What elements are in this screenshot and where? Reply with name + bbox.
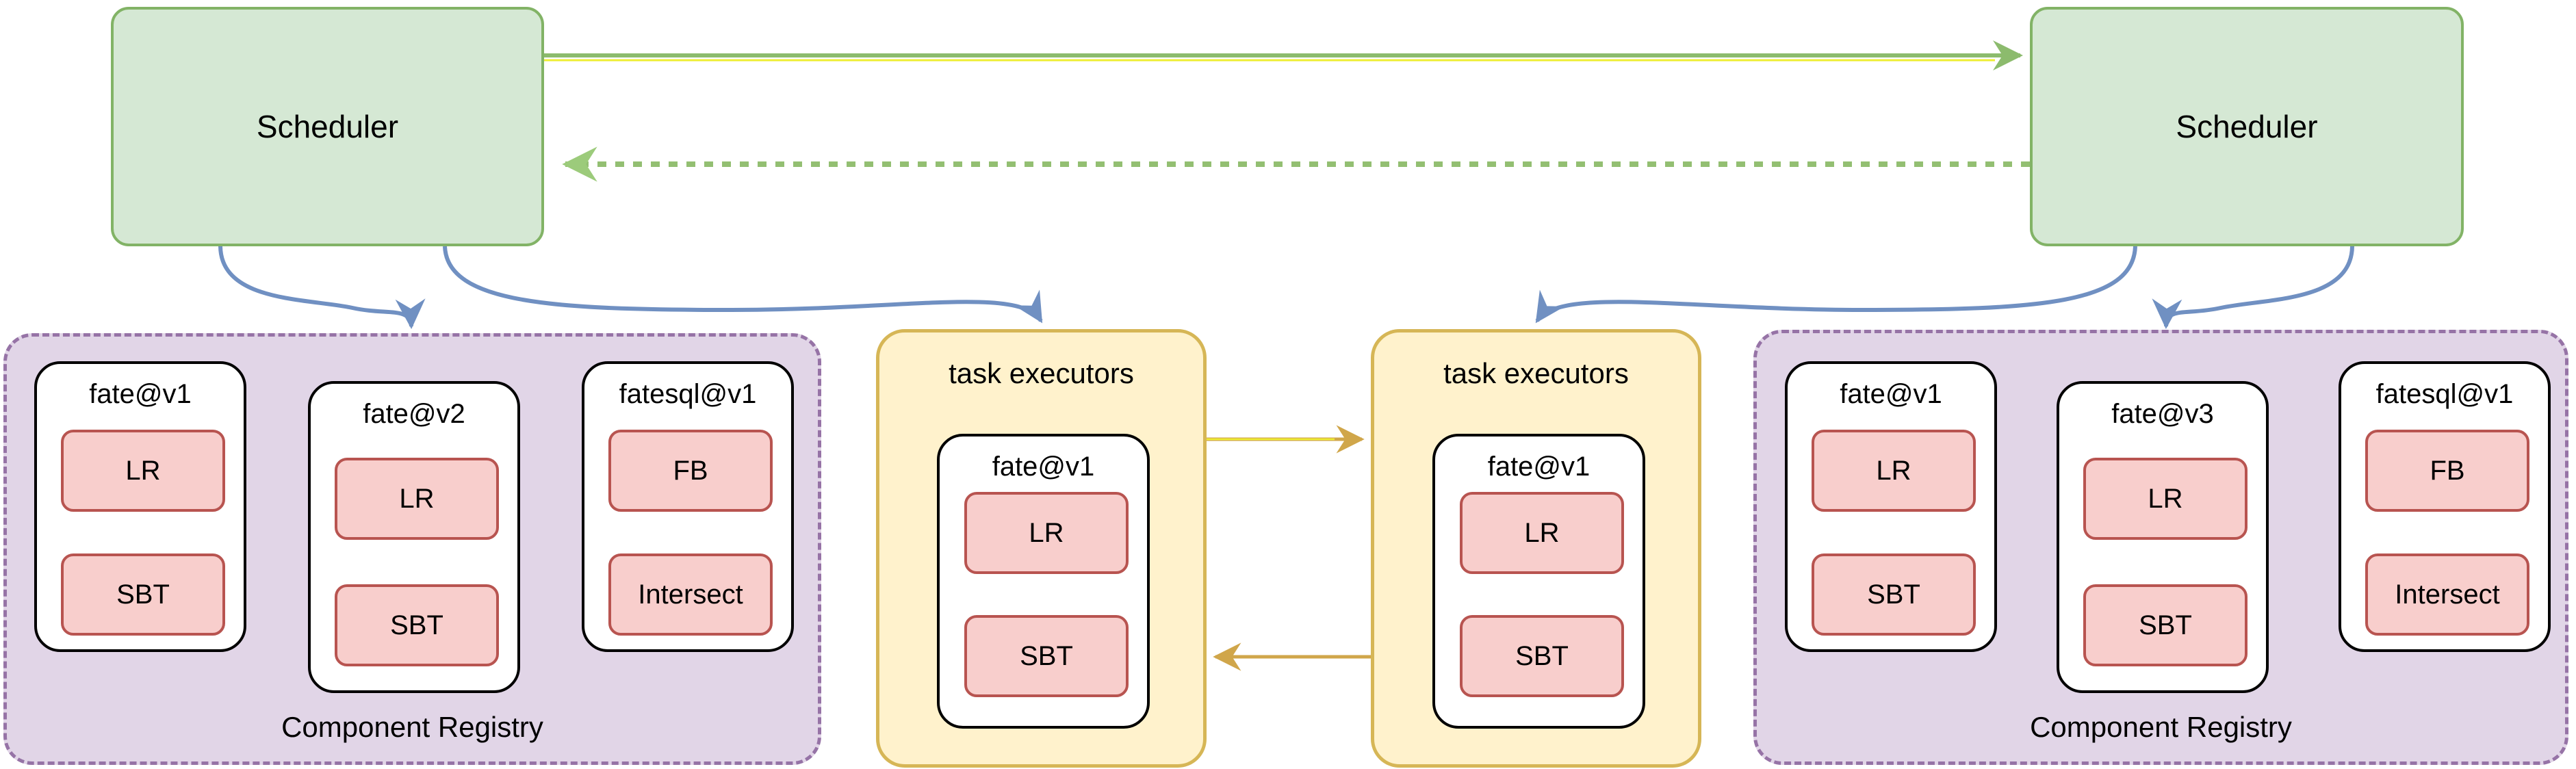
component-label: Intersect [2395, 579, 2500, 610]
arrow-right-scheduler-to-right-executor [1535, 246, 2137, 324]
package-box: fatesql@v1 FB Intersect [2339, 361, 2551, 652]
component-box: LR [61, 430, 225, 512]
package-title: fate@v1 [992, 452, 1095, 482]
executor-right-label: task executors [1443, 357, 1629, 389]
component-box: LR [1460, 492, 1624, 574]
package-title: fatesql@v1 [619, 379, 757, 409]
registry-left-node: Component Registry fate@v1 LR SBT fate@v… [3, 333, 821, 765]
component-box: SBT [2083, 584, 2247, 666]
component-box: SBT [1460, 615, 1624, 697]
component-box: SBT [61, 553, 225, 636]
component-label: LR [125, 455, 161, 486]
component-box: LR [2083, 458, 2247, 540]
package-box: fate@v3 LR SBT [2057, 381, 2269, 693]
component-box: SBT [1812, 553, 1976, 636]
scheduler-left-node: Scheduler [111, 7, 544, 246]
arrow-left-scheduler-to-left-executor [443, 246, 1043, 324]
component-box: Intersect [608, 553, 773, 636]
component-label: SBT [116, 579, 170, 610]
component-box: LR [964, 492, 1129, 574]
registry-right-label: Component Registry [2030, 711, 2292, 743]
component-box: LR [1812, 430, 1976, 512]
package-box: fate@v2 LR SBT [308, 381, 520, 693]
executor-left-label: task executors [949, 357, 1134, 389]
component-label: SBT [390, 610, 443, 640]
package-box: fate@v1 LR SBT [34, 361, 246, 652]
package-box: fate@v1 LR SBT [1785, 361, 1997, 652]
component-box: LR [335, 458, 499, 540]
component-label: FB [673, 455, 708, 486]
package-box: fatesql@v1 FB Intersect [582, 361, 794, 652]
arrow-left-scheduler-to-left-registry [218, 246, 426, 329]
component-box: SBT [964, 615, 1129, 697]
component-label: SBT [1515, 640, 1569, 671]
component-box: FB [608, 430, 773, 512]
arrow-right-scheduler-to-right-registry [2152, 246, 2354, 329]
package-title: fatesql@v1 [2375, 379, 2514, 409]
scheduler-left-label: Scheduler [256, 109, 399, 144]
component-box: SBT [335, 584, 499, 666]
executor-left-node: task executors fate@v1 LR SBT [876, 329, 1207, 768]
component-label: Intersect [638, 579, 743, 610]
component-label: SBT [2139, 610, 2192, 640]
executor-right-node: task executors fate@v1 LR SBT [1371, 329, 1701, 768]
component-label: LR [1524, 517, 1560, 548]
package-title: fate@v1 [1840, 379, 1942, 409]
package-box: fate@v1 LR SBT [1432, 434, 1645, 729]
component-label: FB [2430, 455, 2465, 486]
component-box: FB [2365, 430, 2529, 512]
package-title: fate@v1 [1487, 452, 1590, 482]
component-label: LR [2148, 483, 2183, 514]
scheduler-right-node: Scheduler [2030, 7, 2464, 246]
registry-left-label: Component Registry [281, 711, 543, 743]
package-title: fate@v3 [2111, 399, 2214, 429]
package-box: fate@v1 LR SBT [937, 434, 1150, 729]
component-label: LR [1029, 517, 1064, 548]
component-box: Intersect [2365, 553, 2529, 636]
registry-right-node: Component Registry fate@v1 LR SBT fate@v… [1753, 330, 2568, 765]
component-label: LR [399, 483, 435, 514]
component-label: SBT [1867, 579, 1920, 610]
component-label: LR [1876, 455, 1911, 486]
component-label: SBT [1020, 640, 1073, 671]
scheduler-right-label: Scheduler [2176, 109, 2318, 144]
package-title: fate@v1 [89, 379, 192, 409]
package-title: fate@v2 [363, 399, 465, 429]
